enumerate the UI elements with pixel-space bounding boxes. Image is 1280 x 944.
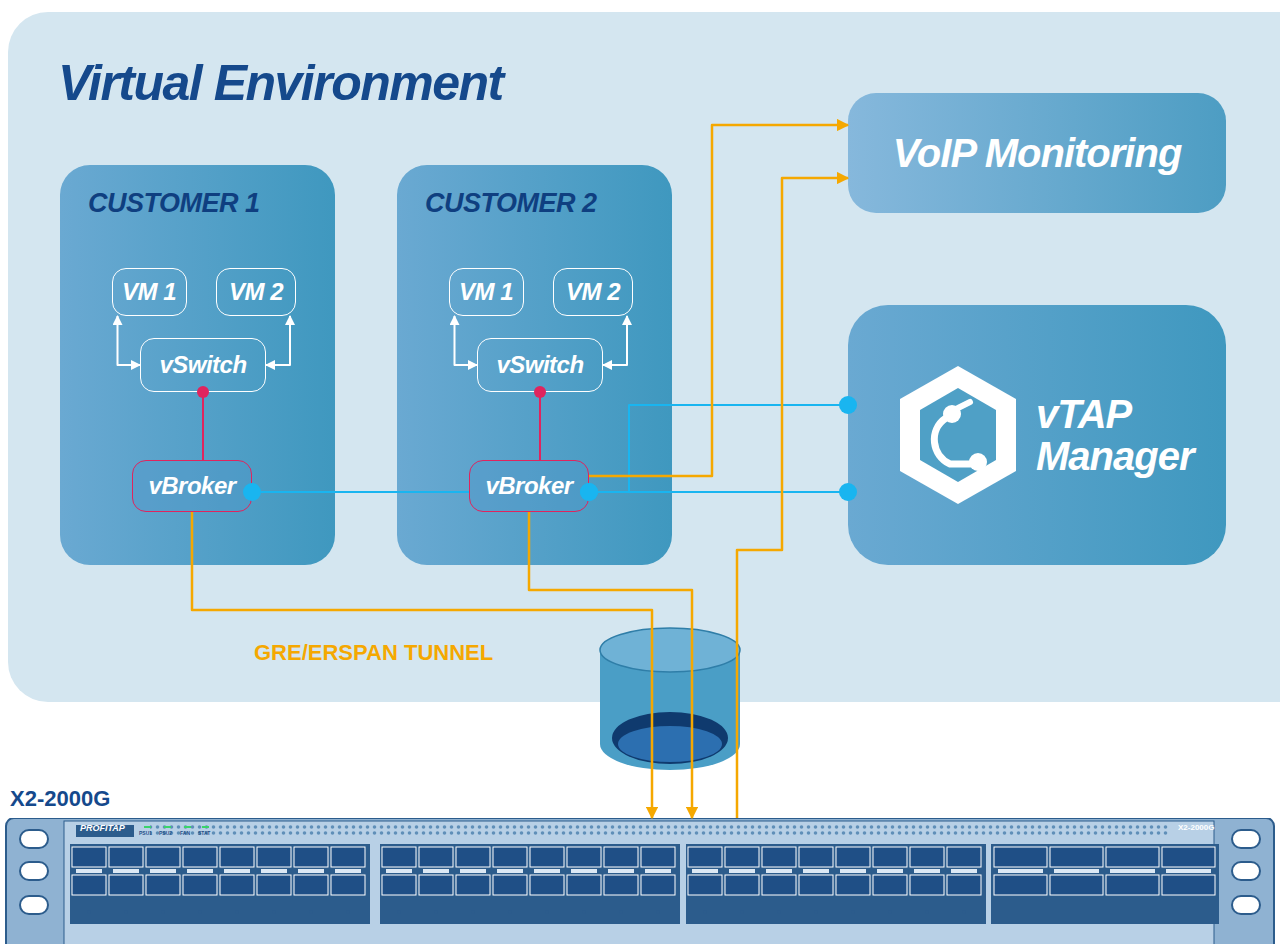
customer-box: CUSTOMER 1 VM 1 VM 2 vSwitch vBroker [60,165,335,565]
model-label: X2-2000G [1178,823,1214,832]
connector-dot [580,483,598,501]
node-label: vSwitch [159,352,246,378]
connector [539,392,541,460]
connector [192,512,652,818]
led-label: PSU1 [139,830,152,836]
vswitch-box: vSwitch [140,338,266,392]
connector [603,316,627,365]
connector [455,316,478,365]
connector-dot [197,386,209,398]
connector-dot [580,483,598,501]
connector [589,405,848,492]
node-label: Virtual Environment [58,56,1230,111]
brand-label: PROFITAP [80,823,125,833]
vm-box: VM 2 [553,268,633,316]
connector [529,512,692,818]
vm-box: VM 2 [216,268,296,316]
connector [252,491,469,493]
environment-panel: Virtual EnvironmentCUSTOMER 1 VM 1 VM 2 vSw… [8,12,1280,702]
connector-dot [243,483,261,501]
node-label: CUSTOMER 2 [425,189,644,219]
vbroker-box: vBroker [132,460,252,512]
node-label: VM 1 [122,279,176,305]
node-label: GRE/ERSPAN TUNNEL [254,640,493,666]
connector [266,316,290,365]
vbroker-box: vBroker [469,460,589,512]
connector [118,316,141,365]
node-label: VM 1 [459,279,513,305]
node-label: CUSTOMER 1 [88,189,307,219]
connector [589,125,848,476]
vswitch-box: vSwitch [477,338,603,392]
led-label: STAT [198,830,210,836]
tunnel-cylinder [596,626,744,774]
monitoring-box: VoIP Monitoring [848,93,1226,213]
device-node: X2-2000GPROFITAPPSU1PSU2FANSTATX2-2000G [0,818,1280,944]
connector-dot [534,386,546,398]
vtap-logo [888,360,1028,510]
vm-box: VM 1 [449,268,524,316]
led-label: PSU2 [159,830,172,836]
connector [589,491,848,493]
node-label: vTAP Manager [1036,393,1216,477]
vm-box: VM 1 [112,268,187,316]
connector [202,392,204,460]
led-label: FAN [180,830,190,836]
node-label: VM 2 [566,279,620,305]
network-packet-broker [0,818,1280,944]
customer-box: CUSTOMER 2 VM 1 VM 2 vSwitch vBroker [397,165,672,565]
node-label: VoIP Monitoring [893,131,1182,175]
node-label: vSwitch [496,352,583,378]
node-label: X2-2000G [10,786,110,812]
node-label: vBroker [148,473,235,499]
connector-dot [839,483,857,501]
node-label: VM 2 [229,279,283,305]
connector-dot [839,396,857,414]
tunnel-node: GRE/ERSPAN TUNNEL [596,626,744,774]
connector [737,178,848,818]
manager-box: vTAP Manager [848,305,1226,565]
node-label: vBroker [485,473,572,499]
